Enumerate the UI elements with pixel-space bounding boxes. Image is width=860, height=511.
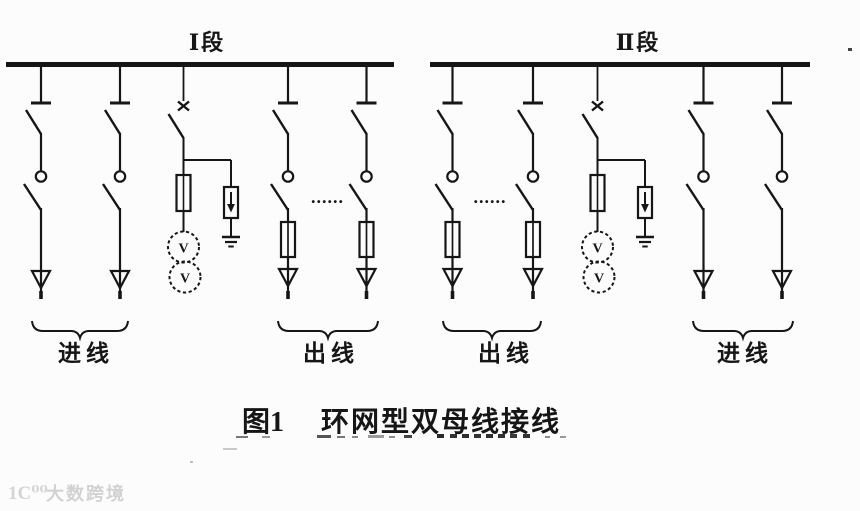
group-label-outgoing-2: 出线 <box>478 340 534 366</box>
brace-section1-incoming <box>31 320 129 342</box>
section1-incoming-feeder-2 <box>101 65 132 301</box>
bus-1-label: Ⅰ段 <box>189 30 225 55</box>
watermark-text: 大数跨境 <box>46 483 126 504</box>
brace-section1-outgoing <box>277 320 379 342</box>
section2-incoming-feeder-2 <box>763 65 794 301</box>
scan-noise <box>190 48 852 463</box>
busbar-section-1 <box>6 62 394 67</box>
vt-primary-letter: V <box>592 242 602 257</box>
vt-secondary-letter: V <box>594 272 604 287</box>
group-label-incoming-1: 进线 <box>58 340 114 366</box>
watermark-logo-icon: 1C⁰⁰ <box>8 483 48 504</box>
section1-outgoing-feeder-1 <box>269 65 300 301</box>
watermark: 1C⁰⁰ 大数跨境 <box>8 483 126 504</box>
vt-secondary-letter: V <box>180 272 190 287</box>
ellipsis-more-feeders-icon: ...... <box>474 187 507 207</box>
ellipsis-more-feeders-icon: ...... <box>311 187 344 207</box>
vt-primary-letter: V <box>178 242 188 257</box>
group-label-outgoing-1: 出线 <box>303 340 359 366</box>
figure-title: 环网型双母线接线 <box>321 406 561 438</box>
section2-incoming-feeder-1 <box>684 65 716 301</box>
section1-pt-metering-bay <box>166 65 242 294</box>
section1-outgoing-feeder-2 <box>347 65 379 301</box>
brace-section2-outgoing <box>442 320 542 342</box>
section1-incoming-feeder-1 <box>22 65 53 301</box>
bus-2-label: Ⅱ段 <box>616 30 661 55</box>
group-label-incoming-2: 进线 <box>717 340 773 366</box>
brace-section2-incoming <box>692 320 794 342</box>
figure-number: 图1 <box>242 407 284 438</box>
busbar-section-2 <box>430 62 810 67</box>
section2-outgoing-feeder-2 <box>514 65 545 301</box>
section2-pt-metering-bay <box>580 65 656 294</box>
section2-outgoing-feeder-1 <box>433 65 465 301</box>
